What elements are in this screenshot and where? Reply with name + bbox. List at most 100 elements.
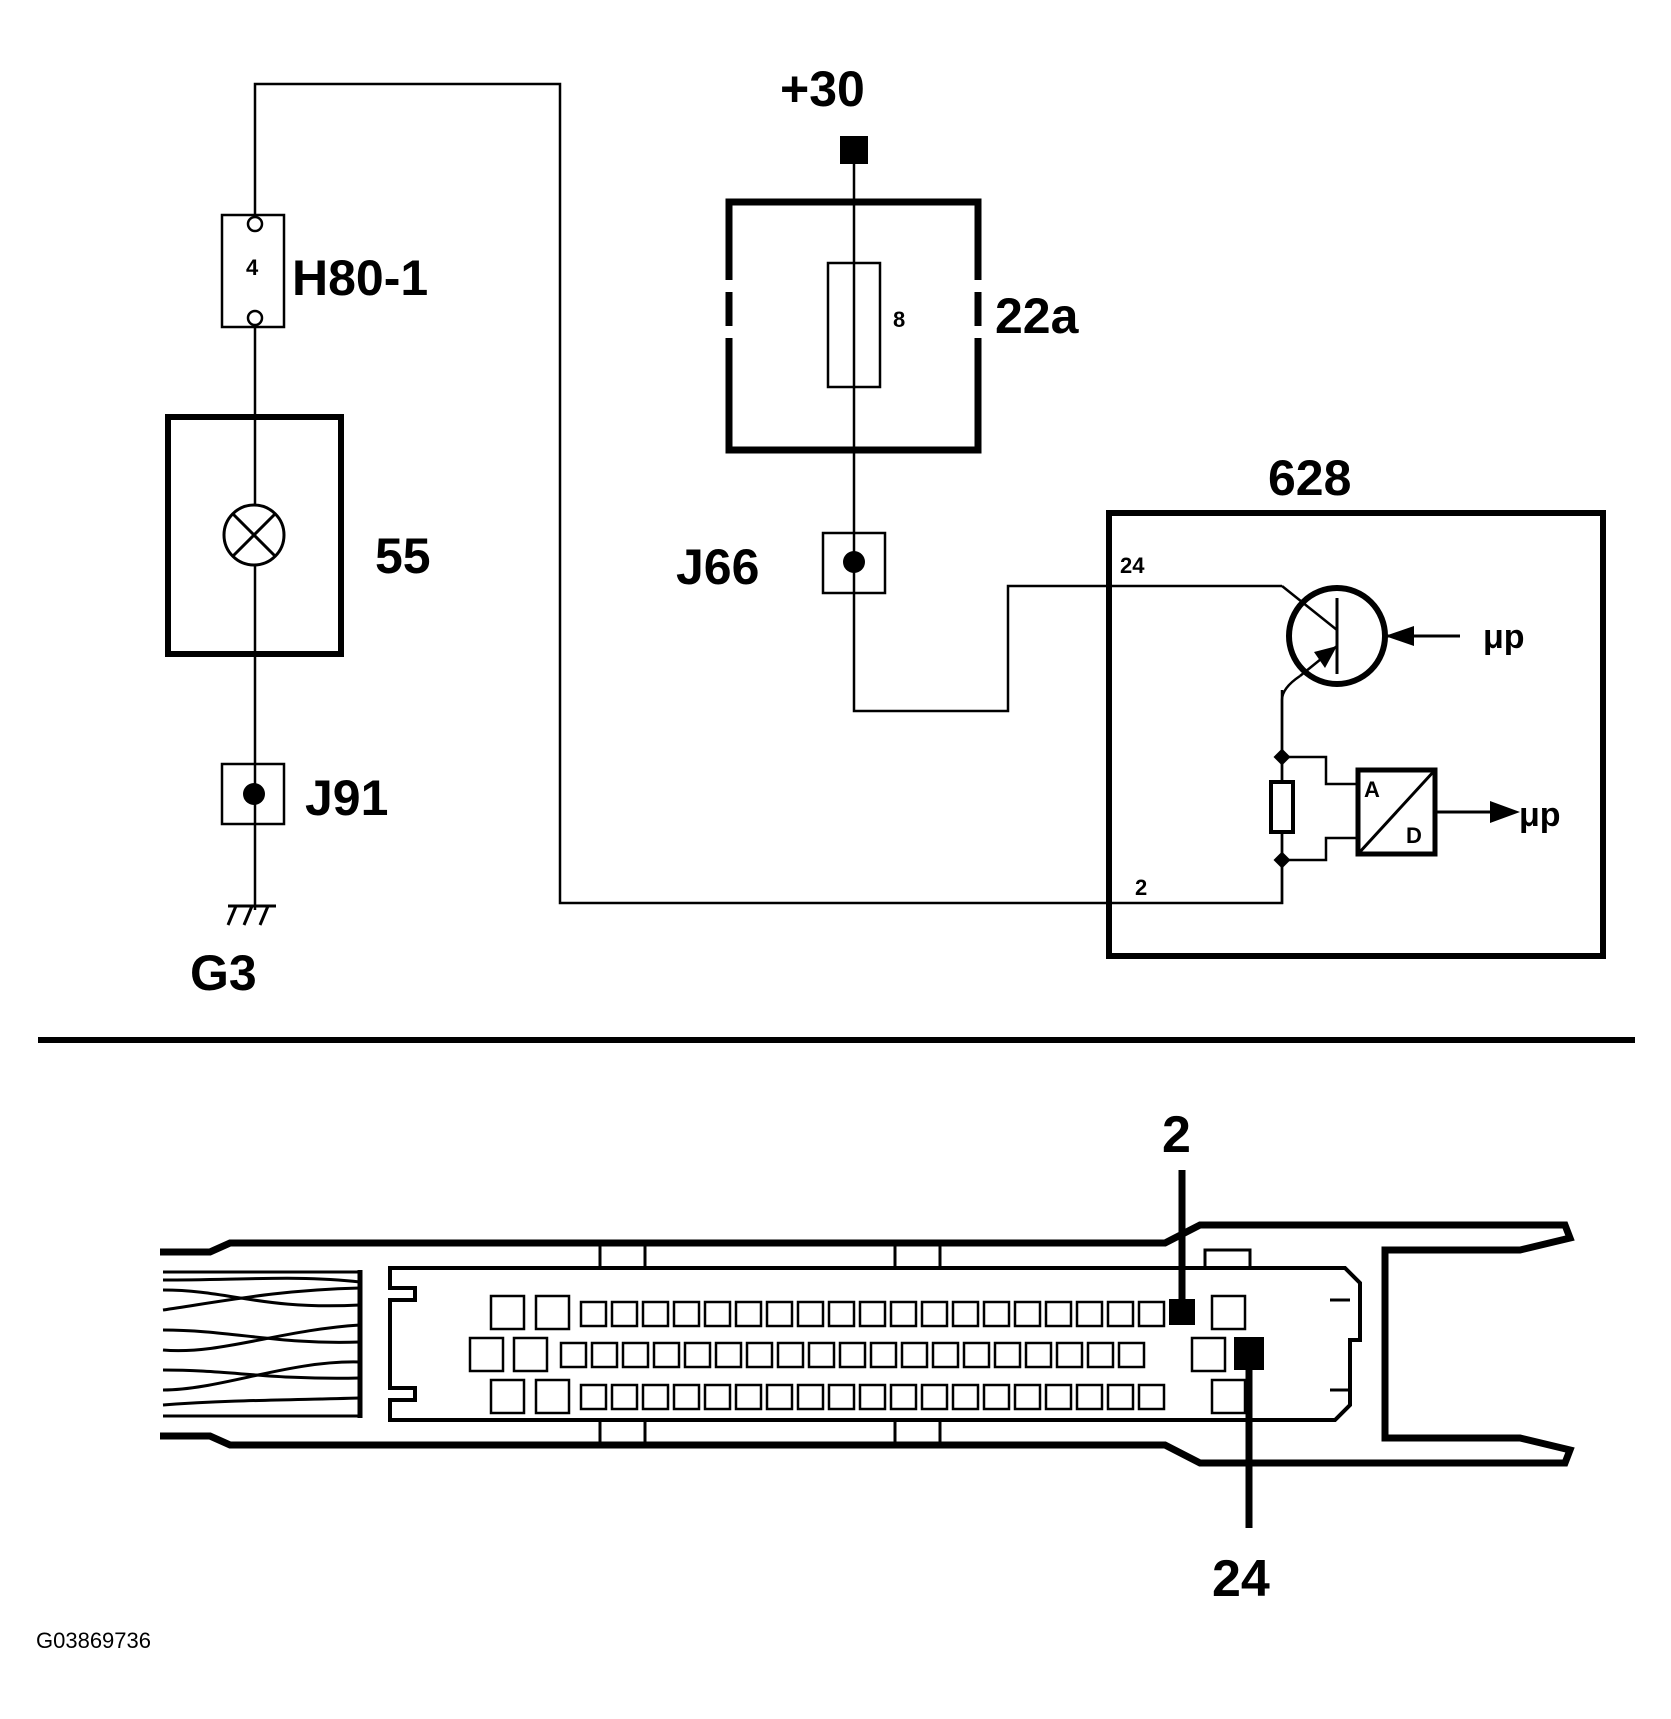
pin-cavity-large: [1190, 1336, 1227, 1373]
module-label: 628: [1268, 450, 1351, 506]
pin-cavity: [796, 1300, 825, 1328]
pin-cavity-large: [468, 1336, 505, 1373]
pin-cavity: [1013, 1300, 1042, 1328]
module-628: [1106, 510, 1606, 959]
pin-cavity: [765, 1383, 794, 1411]
micro-label-adc: μp: [1519, 796, 1561, 834]
pin-cavity: [920, 1300, 949, 1328]
pin-cavity: [827, 1300, 856, 1328]
pin-cavity: [703, 1383, 732, 1411]
pin-cavity: [889, 1300, 918, 1328]
wire-bundle: [162, 1270, 363, 1418]
pin-cavity: [734, 1300, 763, 1328]
pin-cavity: [807, 1341, 836, 1369]
pin-cavity: [889, 1383, 918, 1411]
pin-cavity: [1137, 1383, 1166, 1411]
pin-cavity: [1075, 1383, 1104, 1411]
pin-cavity: [610, 1300, 639, 1328]
supply-label: +30: [780, 61, 865, 117]
micro-label-base: μp: [1483, 618, 1525, 656]
wire-supply: [852, 160, 1282, 713]
pin-cavity: [920, 1383, 949, 1411]
fuse-number: 8: [893, 307, 905, 332]
shunt-resistor: [1269, 780, 1295, 834]
pin-cavity: [579, 1300, 608, 1328]
pin-cavity: [703, 1300, 732, 1328]
pin-cavity-large: [512, 1336, 549, 1373]
pin-cavity: [621, 1341, 650, 1369]
pin-cavity: [672, 1383, 701, 1411]
pin-cavity: [838, 1341, 867, 1369]
connector-h80-1-terminal-bottom: [246, 309, 264, 327]
pin-cavity: [1024, 1341, 1053, 1369]
pin-cavity: [827, 1383, 856, 1411]
pin-cavity: [951, 1300, 980, 1328]
ground-icon: [226, 904, 276, 926]
lamp-label: 55: [375, 528, 431, 584]
pin-cavity: [951, 1383, 980, 1411]
fuse-box-22a: [725, 198, 982, 454]
adc-a-label: A: [1364, 777, 1380, 802]
pin-cavity: [900, 1341, 929, 1369]
pin-cavity: [1086, 1341, 1115, 1369]
pin-cavity: [931, 1341, 960, 1369]
pin-cavity: [1106, 1383, 1135, 1411]
pin-cavity: [776, 1341, 805, 1369]
transistor-collector: [1281, 585, 1338, 631]
pin-cavity: [672, 1300, 701, 1328]
pin-cavity: [1044, 1383, 1073, 1411]
wiring-schematic: [165, 82, 1606, 959]
wire-loop: [253, 82, 1284, 905]
pin-cavity: [1055, 1341, 1084, 1369]
adc-output-arrow: [1490, 801, 1520, 823]
lamp-housing-55: [165, 414, 344, 657]
pin-cavity: [714, 1341, 743, 1369]
connector-plug: [160, 1221, 1575, 1467]
pin-cavity: [982, 1300, 1011, 1328]
pin-cavity-large: [534, 1378, 571, 1415]
pin-cavity: [765, 1300, 794, 1328]
pin-cavity: [858, 1383, 887, 1411]
base-input-arrow: [1385, 626, 1414, 646]
junction-j66-label: J66: [676, 539, 759, 595]
wire-emitter: [1280, 674, 1301, 760]
junction-j91-label: J91: [305, 770, 388, 826]
pin-2-callout: 2: [1162, 1106, 1191, 1164]
reference-id: G03869736: [36, 1628, 151, 1653]
adc-d-label: D: [1406, 823, 1422, 848]
pin-cavity: [610, 1383, 639, 1411]
connector-h80-1-terminal-top: [246, 215, 264, 233]
pin-cavity: [641, 1383, 670, 1411]
pin-cavity-large: [489, 1378, 526, 1415]
adc-divider: [1356, 768, 1437, 856]
pin-cavity: [858, 1300, 887, 1328]
pin-cavity: [1075, 1300, 1104, 1328]
plug-inner-body: [388, 1266, 1362, 1422]
pin-cavity: [745, 1341, 774, 1369]
ground-label: G3: [190, 945, 257, 1001]
pin-cavity: [1137, 1300, 1166, 1328]
lamp-icon-cross-b: [231, 512, 277, 558]
pin-cavity: [579, 1383, 608, 1411]
connector-h80-1: [220, 213, 286, 329]
pin-cavity: [734, 1383, 763, 1411]
pin-cavity: [1117, 1341, 1146, 1369]
pin-cavity: [559, 1341, 588, 1369]
pin-24-callout: 24: [1212, 1550, 1270, 1608]
pin-cavity: [641, 1300, 670, 1328]
pin-cavity: [869, 1341, 898, 1369]
transistor-emitter-arrow: [1314, 646, 1337, 668]
pin-cavity: [1044, 1300, 1073, 1328]
plug-housing-top: [160, 1221, 1575, 1467]
locking-tab: [1203, 1248, 1252, 1270]
pin-cavity-large: [1210, 1378, 1247, 1415]
pin-cavity-large: [489, 1294, 526, 1331]
pin-cavity: [683, 1341, 712, 1369]
pin-24-highlight: [1234, 1337, 1264, 1370]
supply-terminal-30: [840, 136, 868, 164]
pin-cavity-large: [534, 1294, 571, 1331]
pin-cavity: [1106, 1300, 1135, 1328]
fuse-box-label: 22a: [995, 288, 1080, 344]
pin-cavity: [590, 1341, 619, 1369]
